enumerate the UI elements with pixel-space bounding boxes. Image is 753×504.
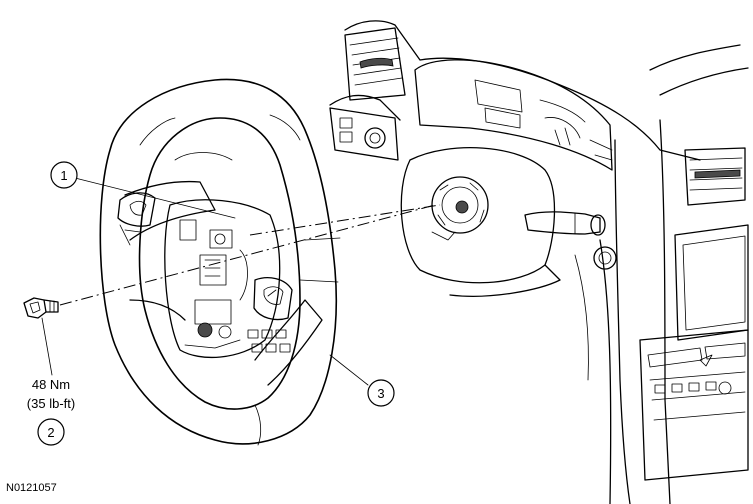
column-alignment-line bbox=[249, 204, 441, 236]
svg-text:2: 2 bbox=[47, 425, 54, 440]
center-stack bbox=[599, 44, 749, 504]
callout-3: 3 bbox=[367, 379, 395, 407]
instrument-panel bbox=[329, 20, 749, 504]
callout-2-leader bbox=[41, 317, 53, 376]
wheel-internals bbox=[179, 219, 248, 349]
start-button-icon bbox=[593, 246, 617, 270]
figure-id: N0121057 bbox=[6, 482, 57, 494]
clockspring bbox=[431, 176, 489, 241]
torque-metric: 48 Nm bbox=[32, 377, 70, 392]
callout-1-leader bbox=[74, 177, 236, 219]
svg-text:1: 1 bbox=[60, 168, 67, 183]
left-switch-panel bbox=[329, 107, 399, 161]
right-switch-pod bbox=[247, 277, 293, 353]
torque-imperial: (35 lb-ft) bbox=[27, 396, 75, 411]
callout-2: 2 bbox=[37, 418, 65, 446]
svg-text:3: 3 bbox=[377, 386, 384, 401]
steering-wheel-bolt bbox=[23, 297, 59, 319]
steering-wheel bbox=[99, 78, 341, 446]
instrument-cluster bbox=[414, 59, 613, 171]
left-switch-pod bbox=[117, 192, 156, 246]
callout-1: 1 bbox=[50, 161, 78, 189]
callout-3-leader bbox=[329, 354, 369, 386]
multifunction-switch bbox=[524, 211, 606, 236]
steering-column bbox=[400, 147, 606, 381]
left-air-vent bbox=[344, 27, 406, 101]
